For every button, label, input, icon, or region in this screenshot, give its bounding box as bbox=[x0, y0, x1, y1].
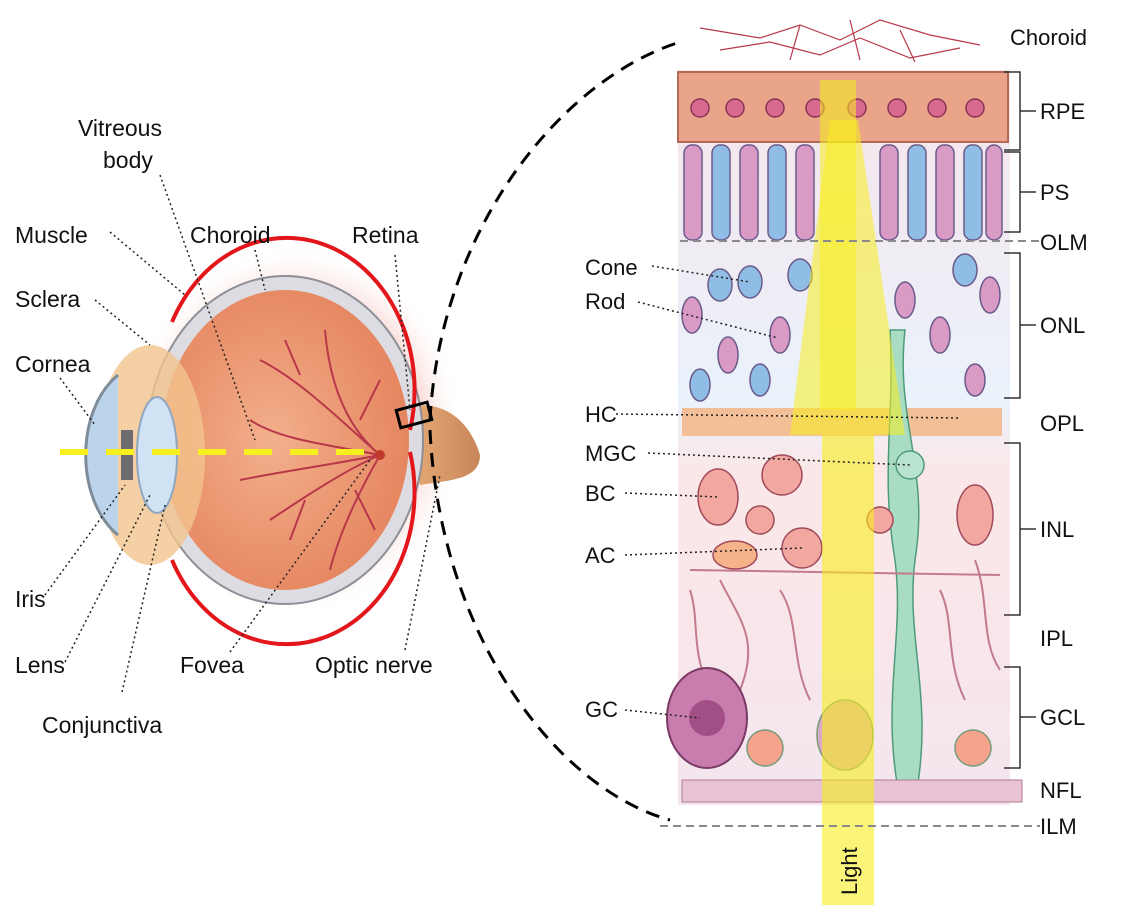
label-light: Light bbox=[837, 847, 862, 895]
label-cell-mgc: MGC bbox=[585, 441, 636, 466]
label-sclera: Sclera bbox=[15, 286, 80, 312]
label-layer-ilm: ILM bbox=[1040, 814, 1077, 839]
fovea-spot bbox=[375, 450, 385, 460]
label-cell-gc: GC bbox=[585, 697, 618, 722]
label-fovea: Fovea bbox=[180, 652, 244, 678]
retina-cell-labels: Cone Rod HC MGC BC AC GC bbox=[585, 255, 638, 722]
label-layer-nfl: NFL bbox=[1040, 778, 1082, 803]
label-cell-cone: Cone bbox=[585, 255, 638, 280]
label-vitreous-line2: body bbox=[103, 147, 153, 173]
label-iris: Iris bbox=[15, 586, 46, 612]
label-choroid: Choroid bbox=[190, 222, 271, 248]
label-cornea: Cornea bbox=[15, 351, 91, 377]
label-layer-onl: ONL bbox=[1040, 313, 1085, 338]
label-lens: Lens bbox=[15, 652, 65, 678]
zoom-arc-top bbox=[430, 42, 680, 420]
label-layer-opl: OPL bbox=[1040, 411, 1084, 436]
zoom-arc-bottom bbox=[430, 430, 670, 820]
label-muscle: Muscle bbox=[15, 222, 88, 248]
label-layer-inl: INL bbox=[1040, 517, 1074, 542]
label-layer-gcl: GCL bbox=[1040, 705, 1085, 730]
label-cell-rod: Rod bbox=[585, 289, 625, 314]
ganglion-nucleus bbox=[689, 700, 725, 736]
label-layer-ipl: IPL bbox=[1040, 626, 1073, 651]
label-layer-olm: OLM bbox=[1040, 230, 1088, 255]
label-vitreous-line1: Vitreous bbox=[78, 115, 162, 141]
eyeball-illustration bbox=[60, 238, 480, 644]
muller-glia-nucleus bbox=[896, 451, 924, 479]
label-cell-bc: BC bbox=[585, 481, 616, 506]
label-layer-choroid: Choroid bbox=[1010, 25, 1087, 50]
label-retina: Retina bbox=[352, 222, 419, 248]
label-layer-ps: PS bbox=[1040, 180, 1069, 205]
label-layer-rpe: RPE bbox=[1040, 99, 1085, 124]
label-cell-ac: AC bbox=[585, 543, 616, 568]
choroid-vessels bbox=[700, 20, 980, 62]
label-optic-nerve: Optic nerve bbox=[315, 652, 433, 678]
label-cell-hc: HC bbox=[585, 402, 617, 427]
light-beam-lower bbox=[822, 435, 874, 905]
label-conjunctiva: Conjunctiva bbox=[42, 712, 162, 738]
